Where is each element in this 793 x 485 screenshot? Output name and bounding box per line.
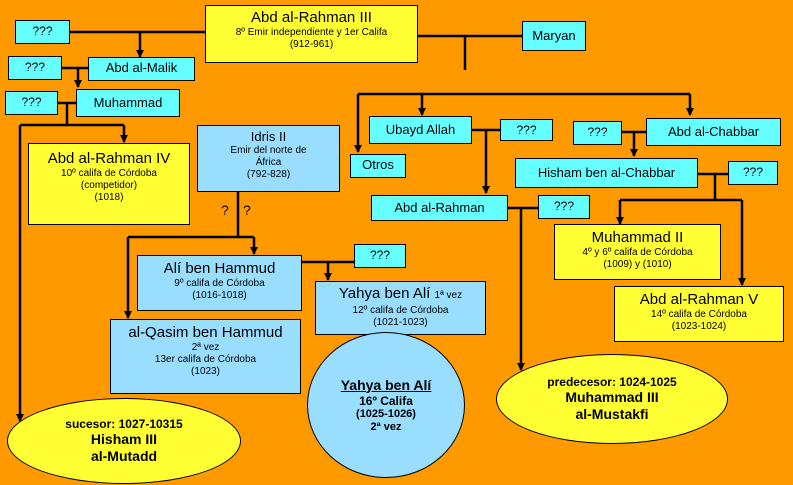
uncertain-mark-2: ? <box>243 202 251 218</box>
person-abd-al-rahman-iii: Abd al-Rahman III 8º Emir independiente … <box>205 5 418 63</box>
uncertain-mark-1: ? <box>221 202 229 218</box>
person-hisham-ben-al-chabbar: Hisham ben al-Chabbar <box>515 158 698 188</box>
person-otros: Otros <box>350 154 406 178</box>
person-hisham-iii: sucesor: 1027-10315 Hisham III al-Mutadd <box>7 398 241 484</box>
person-yahya-ben-ali-first: Yahya ben Alí 1ª vez 12º califa de Córdo… <box>315 281 486 335</box>
person-yahya-ben-ali-second: Yahya ben Alí 16º Califa (1025-1026) 2ª … <box>307 332 465 478</box>
unknown-spouse-4: ??? <box>500 119 553 141</box>
person-abd-al-malik: Abd al-Malik <box>88 57 195 81</box>
person-ali-ben-hammud: Alí ben Hammud 9º califa de Córdoba (101… <box>137 255 302 311</box>
person-idris-ii: Idris II Emir del norte de África (792-8… <box>197 125 340 192</box>
unknown-spouse-1: ??? <box>15 20 70 44</box>
unknown-spouse-8: ??? <box>354 244 406 268</box>
person-abd-al-rahman-iv: Abd al-Rahman IV 10º califa de Córdoba (… <box>28 143 190 225</box>
person-al-mustakfi: predecesor: 1024-1025 Muhammad III al-Mu… <box>496 354 728 444</box>
unknown-spouse-3: ??? <box>5 91 58 115</box>
person-abd-al-rahman: Abd al-Rahman <box>371 195 508 221</box>
person-muhammad: Muhammad <box>76 89 180 117</box>
person-maryan: Maryan <box>522 21 586 51</box>
person-al-qasim-ben-hammud: al-Qasim ben Hammud 2ª vez 13er califa d… <box>110 319 301 394</box>
person-muhammad-ii: Muhammad II 4º y 6º califa de Córdoba (1… <box>554 224 721 280</box>
unknown-spouse-7: ??? <box>538 195 590 219</box>
person-abd-al-rahman-v: Abd al-Rahman V 14º califa de Córdoba (1… <box>614 286 784 342</box>
person-abd-al-chabbar: Abd al-Chabbar <box>646 118 781 146</box>
person-ubayd-allah: Ubayd Allah <box>369 116 472 144</box>
unknown-spouse-6: ??? <box>728 161 778 185</box>
unknown-spouse-5: ??? <box>573 121 622 145</box>
unknown-spouse-2: ??? <box>8 56 62 80</box>
